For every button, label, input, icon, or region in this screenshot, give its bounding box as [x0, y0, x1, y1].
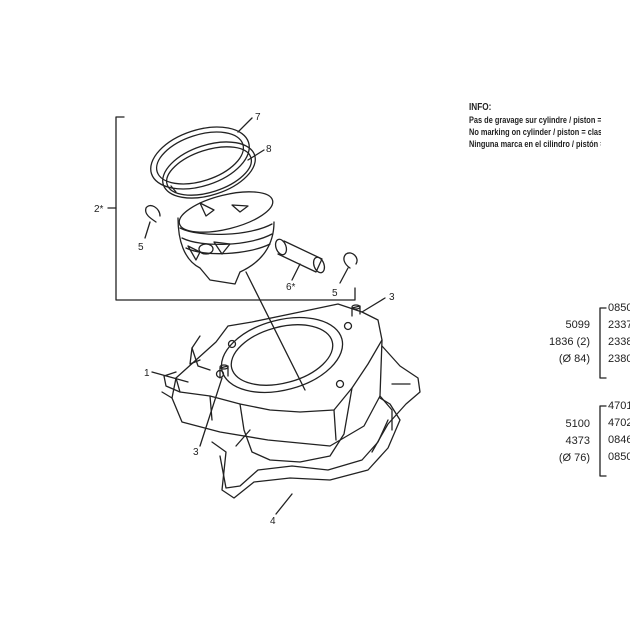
info-line-es: Ninguna marca en el cilindro / pistón = … [469, 139, 602, 149]
piston-ring-second [162, 141, 256, 199]
callout-ring-second: 8 [266, 144, 272, 155]
kit-84-ref-a: 5099 [565, 319, 590, 331]
piston-pin [274, 238, 326, 274]
callout-ring-top: 7 [255, 112, 261, 123]
kit-76-diameter: (Ø 76) [558, 452, 590, 464]
kit-84-bracket [599, 307, 607, 379]
kit-84-part-4: 2380 [608, 353, 630, 365]
kit-76-part-1: 4701 [608, 400, 630, 412]
circlip-right [343, 252, 358, 269]
kit-76-ref-a: 5100 [565, 418, 590, 430]
kit-84-diameter: (Ø 84) [558, 353, 590, 365]
stud-bottom [219, 364, 229, 379]
callout-piston-group: 2* [94, 204, 104, 215]
kit-84-part-3: 2338 [608, 336, 630, 348]
kit-76-bracket [599, 405, 607, 477]
callout-circlip-right: 5 [332, 288, 338, 299]
kit-76-part-4: 0850 [608, 451, 630, 463]
cylinder [161, 303, 421, 463]
callout-stud-bottom: 3 [193, 447, 199, 458]
info-line-fr: Pas de gravage sur cylindre / piston = c… [469, 115, 601, 125]
kit-84-part-2: 2337 [608, 319, 630, 331]
kit-84-ref-b: 1836 (2) [549, 336, 590, 348]
stud-top [351, 304, 361, 317]
kit-76-part-2: 4702 [608, 417, 630, 429]
base-gasket [211, 397, 401, 499]
callout-cylinder: 1 [144, 368, 150, 379]
kit-76-part-3: 0846 [608, 434, 630, 446]
kit-76-ref-b: 4373 [565, 435, 590, 447]
callout-gasket: 4 [270, 516, 276, 527]
center-axis-line [245, 271, 306, 391]
info-heading: INFO: [469, 102, 492, 113]
circlip-left [144, 204, 161, 223]
callout-piston-pin: 6* [286, 282, 296, 293]
callout-stud-top: 3 [389, 292, 395, 303]
kit-84-part-1: 0850 [608, 302, 630, 314]
piston [177, 191, 275, 285]
piston-group-bracket [115, 116, 356, 301]
callout-circlip-left: 5 [138, 242, 144, 253]
piston-ring-top [150, 126, 250, 193]
info-line-en: No marking on cylinder / piston = class … [469, 127, 602, 137]
info-note: INFO: Pas de gravage sur cylindre / pist… [469, 102, 601, 150]
